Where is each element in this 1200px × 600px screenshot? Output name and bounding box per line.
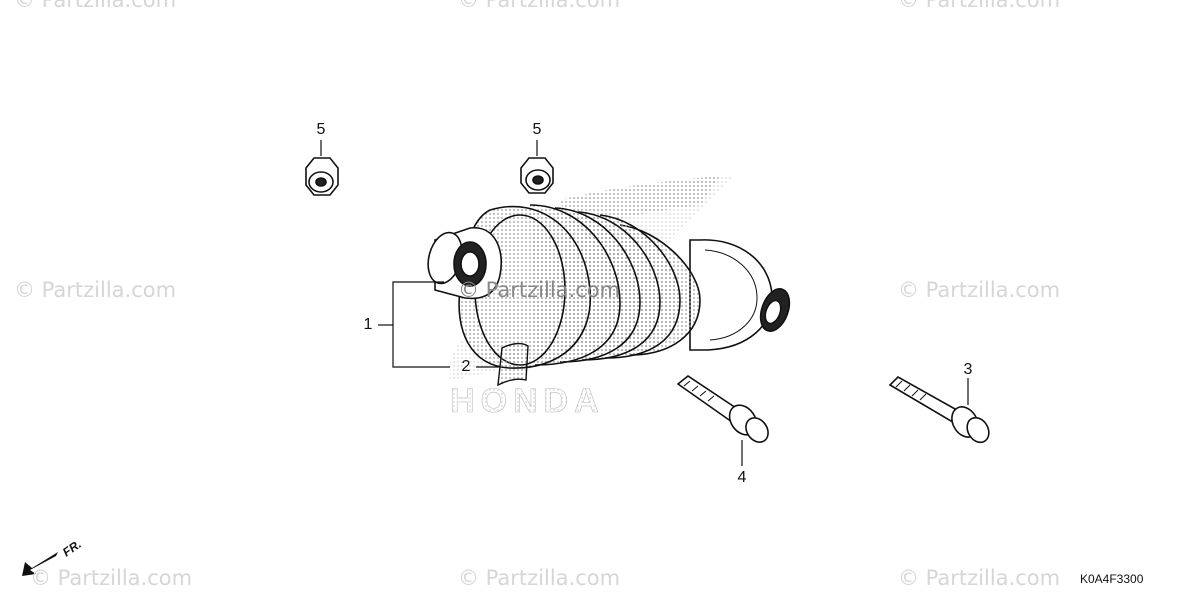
flange-nut-left — [305, 157, 339, 196]
rear-shock-absorber — [427, 204, 791, 369]
callout-2: 2 — [461, 358, 471, 375]
diagram-code: K0A4F3300 — [1080, 572, 1144, 586]
flange-bolt-center — [676, 375, 769, 443]
honda-logo-text: HONDA — [450, 382, 605, 420]
leader-lines — [320, 140, 969, 466]
front-direction-arrow — [22, 552, 58, 576]
callout-3: 3 — [963, 361, 973, 378]
flange-nut-right — [520, 157, 554, 194]
flange-bolt-right — [888, 376, 990, 444]
callout-5-right: 5 — [532, 121, 542, 138]
callout-4: 4 — [737, 469, 747, 486]
shock-label-sticker — [497, 342, 529, 387]
callout-1: 1 — [363, 316, 373, 333]
callout-5-left: 5 — [316, 121, 326, 138]
